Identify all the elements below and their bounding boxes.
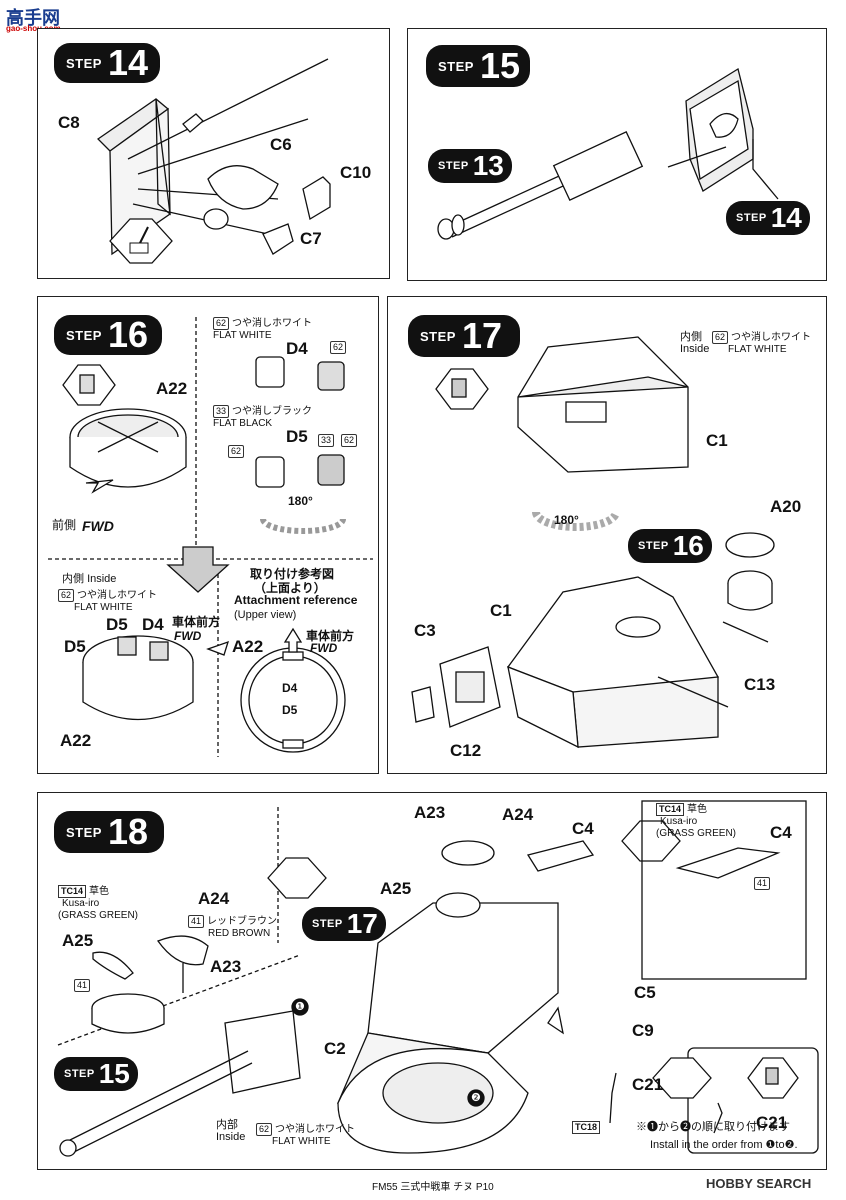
step17-c12: C12 xyxy=(450,741,482,760)
step16-d5: D5 xyxy=(286,427,308,446)
step14-drawing xyxy=(96,58,331,264)
d5-color-badge-2: 62 xyxy=(341,434,360,447)
step16-drawing xyxy=(48,317,373,757)
step18-a23: A23 xyxy=(210,957,242,976)
tc18-badge: TC18 xyxy=(572,1121,603,1134)
step18-c9: C9 xyxy=(632,1021,654,1040)
step18-c21: C21 xyxy=(632,1075,664,1094)
inset-c21: C21 xyxy=(756,1113,788,1132)
ref-title-jp: 取り付け参考図 xyxy=(250,567,335,581)
step17-drawing xyxy=(411,336,775,749)
hull-fwd-en: FWD xyxy=(174,629,202,643)
step16-fwd-en: FWD xyxy=(82,518,114,534)
lower-d5-a: D5 xyxy=(106,615,128,634)
order-mark-1: ❶ xyxy=(295,1001,305,1013)
order-note-jp: ※❶から❷の順に取り付けます xyxy=(636,1121,790,1133)
page-footer: FM55 三式中戦車 チヌ P10 xyxy=(372,1182,494,1193)
step17-c1-top: C1 xyxy=(706,431,728,450)
ref-fwd-jp: 車体前方 xyxy=(306,629,355,643)
step18-c4: C4 xyxy=(572,819,594,838)
top-a23: A23 xyxy=(414,803,446,822)
ref-d5: D5 xyxy=(282,703,298,717)
watermark-brand: HOBBY SEARCH xyxy=(706,1176,812,1191)
part-c8: C8 xyxy=(58,113,80,132)
step16-rotate: 180° xyxy=(288,494,313,508)
step18-drawing xyxy=(57,800,819,1157)
d4-color-badge: 62 xyxy=(330,341,349,354)
lower-d5-b: D5 xyxy=(64,637,86,656)
lower-d4: D4 xyxy=(142,615,164,634)
ref-sub-en: (Upper view) xyxy=(234,609,297,621)
part-c6: C6 xyxy=(270,135,292,154)
step16-fwd-jp: 前側 xyxy=(52,518,77,532)
step16-inside: 内側 Inside xyxy=(62,573,117,585)
step18-c2: C2 xyxy=(324,1039,346,1058)
top-a24: A24 xyxy=(502,805,534,824)
step17-c3: C3 xyxy=(414,621,436,640)
watermark-logo: 高手网 xyxy=(6,8,60,28)
top-a25: A25 xyxy=(380,879,412,898)
step17-c13: C13 xyxy=(744,675,776,694)
step16-a22: A22 xyxy=(156,379,188,398)
ref-fwd-en: FWD xyxy=(310,641,338,655)
step16-d4: D4 xyxy=(286,339,308,358)
order-mark-2: ❷ xyxy=(471,1092,481,1104)
d5-left-badge: 62 xyxy=(228,445,247,458)
inset-badge: 41 xyxy=(754,877,773,890)
inset-c4: C4 xyxy=(770,823,792,842)
step18-a24: A24 xyxy=(198,889,230,908)
ref-a22: A22 xyxy=(232,637,264,656)
order-note-en: Install in the order from ❶to❷. xyxy=(650,1139,798,1151)
step18-a25: A25 xyxy=(62,931,94,950)
part-c7: C7 xyxy=(300,229,322,248)
ref-title-en: Attachment reference xyxy=(234,593,358,607)
step18-c5: C5 xyxy=(634,983,656,1002)
step17-rotate: 180° xyxy=(554,513,579,527)
part-c10: C10 xyxy=(340,163,372,182)
step15-drawing xyxy=(437,67,779,240)
ref-sub-jp: （上面より） xyxy=(254,581,326,595)
a25-badge: 41 xyxy=(74,979,93,992)
hull-fwd-jp: 車体前方 xyxy=(172,615,221,629)
step17-c1: C1 xyxy=(490,601,512,620)
watermark-url: gao-shou.com xyxy=(6,24,61,33)
ref-d4: D4 xyxy=(282,681,298,695)
d5-color-badge-1: 33 xyxy=(318,434,337,447)
lower-a22: A22 xyxy=(60,731,92,750)
step17-a20: A20 xyxy=(770,497,802,516)
